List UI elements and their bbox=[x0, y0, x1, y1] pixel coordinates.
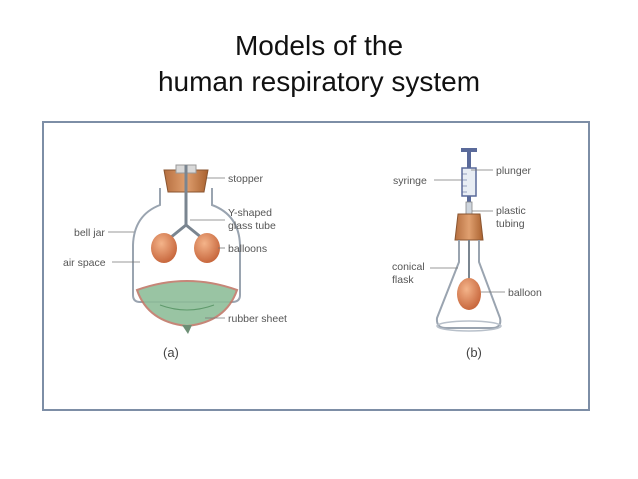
title-line-1: Models of the bbox=[234, 30, 404, 61]
flask-base bbox=[436, 320, 502, 332]
right-balloon bbox=[194, 233, 220, 263]
model-a-bell-jar bbox=[132, 164, 241, 334]
flask-balloon bbox=[457, 278, 481, 310]
caption-a: (a) bbox=[163, 345, 179, 360]
slide-title: Models of the human respiratory system bbox=[0, 28, 638, 100]
conical-flask-glass bbox=[435, 240, 502, 329]
y-shaped-glass-tube bbox=[169, 165, 203, 240]
model-b-leader-lines bbox=[430, 169, 505, 293]
label-balloon: balloon bbox=[508, 287, 542, 299]
rubber-sheet bbox=[135, 280, 239, 328]
plunger-handle bbox=[461, 148, 477, 152]
label-plastic-line1: plastic bbox=[496, 205, 526, 217]
label-conical-line1: conical bbox=[392, 261, 425, 273]
plastic-tubing bbox=[465, 201, 473, 215]
label-balloons: balloons bbox=[228, 243, 267, 255]
title-line-2: human respiratory system bbox=[157, 66, 481, 97]
label-y-shaped-line2: glass tube bbox=[228, 220, 276, 232]
left-balloon bbox=[151, 233, 177, 263]
label-air-space: air space bbox=[63, 257, 106, 269]
label-stopper: stopper bbox=[228, 173, 264, 185]
caption-b: (b) bbox=[466, 345, 482, 360]
label-plastic-line2: tubing bbox=[496, 218, 525, 230]
label-bell-jar: bell jar bbox=[74, 227, 105, 239]
plunger-rod bbox=[467, 151, 471, 171]
model-a-leader-lines bbox=[108, 177, 225, 319]
model-b-syringe-flask bbox=[435, 148, 502, 332]
label-y-shaped-line1: Y-shaped bbox=[228, 207, 272, 219]
label-conical-line2: flask bbox=[392, 274, 414, 286]
label-plunger: plunger bbox=[496, 165, 532, 177]
flask-stopper bbox=[454, 213, 484, 241]
label-syringe: syringe bbox=[393, 175, 427, 187]
label-rubber-sheet: rubber sheet bbox=[228, 313, 287, 325]
